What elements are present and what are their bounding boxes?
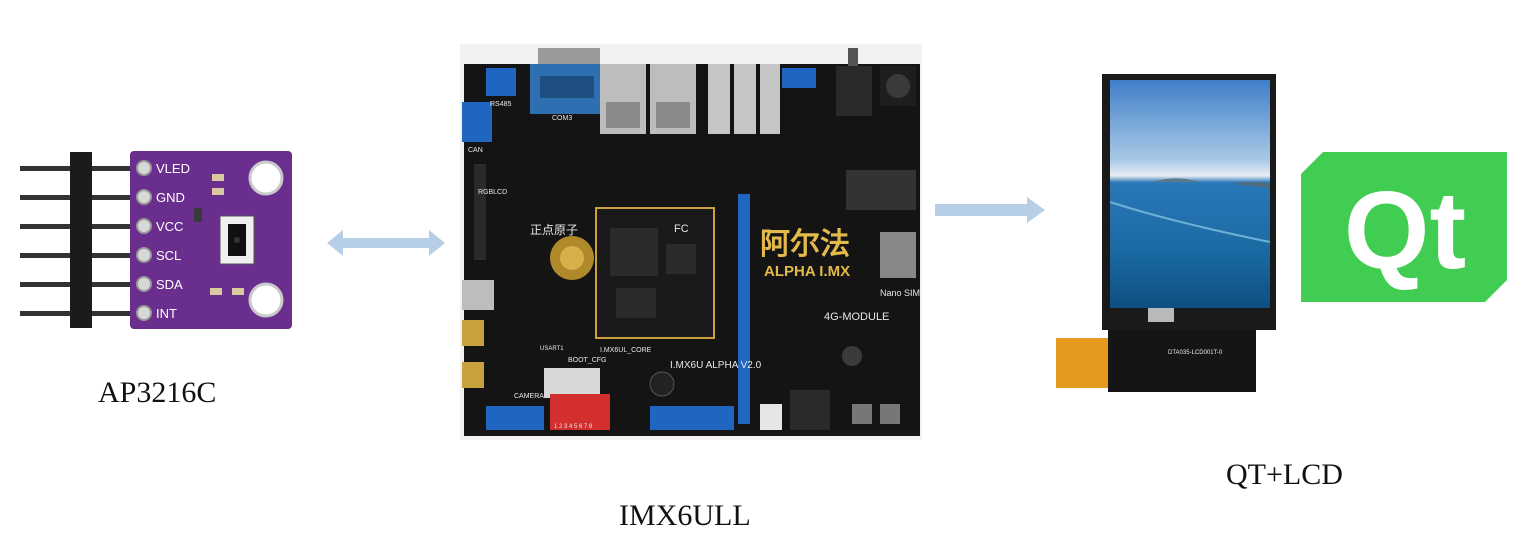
ap3216c-module: VLED GND VCC SCL SDA INT [14,148,294,333]
ap3216c-module-graphic: VLED GND VCC SCL SDA INT [14,148,294,333]
board-core-label: I.MX6UL_CORE [600,347,652,354]
lcd-panel-graphic: DTA035-LCD001T-0 [1052,72,1278,394]
board-com3-label: COM3 [552,115,572,122]
board-rs485-label: RS485 [490,101,512,108]
qt-logo: Qt [1301,152,1507,302]
board-can-label: CAN [468,147,483,154]
board-logo-cn: 阿尔法 [760,228,850,261]
imx6ull-board-graphic: 正点原子 阿尔法 ALPHA I.MX Nano SIM 4G-MODULE I… [460,44,922,440]
board-rgblcd-label: RGBLCD [478,189,507,196]
lcd-panel: DTA035-LCD001T-0 [1052,72,1278,394]
board-usart-label: USART1 [540,346,564,352]
board-module-label: 4G-MODULE [824,311,889,323]
mounting-hole [250,284,282,316]
pin-label-int: INT [156,306,177,321]
board-sim-label: Nano SIM [880,288,920,298]
mounting-hole [250,162,282,194]
board-boot-label: BOOT_CFG [568,357,607,364]
pin-header [20,152,130,328]
pin-label-vled: VLED [156,161,190,176]
bidirectional-arrow [325,228,447,258]
dip-switch-numbers: 1 2 3 4 5 6 7 8 [554,424,593,430]
pin-label-sda: SDA [156,277,183,292]
board-model-label: I.MX6U ALPHA V2.0 [670,360,762,371]
qt-logo-text: Qt [1344,169,1466,292]
board-fc-label: FC [674,223,689,235]
lcd-fpc-label: DTA035-LCD001T-0 [1168,350,1223,356]
lcd-screen-image [1110,80,1270,308]
pin-label-scl: SCL [156,248,181,263]
imx6ull-board: 正点原子 阿尔法 ALPHA I.MX Nano SIM 4G-MODULE I… [460,44,922,440]
board-caption: IMX6ULL [619,499,751,533]
display-caption: QT+LCD [1226,458,1343,492]
forward-arrow [935,196,1047,224]
board-camera-label: CAMERA [514,393,544,400]
qt-logo-graphic: Qt [1301,152,1507,302]
lcd-fpc-cable [1056,338,1108,388]
board-logo-en: ALPHA I.MX [764,263,850,280]
board-brand: 正点原子 [530,223,578,237]
pin-label-gnd: GND [156,190,185,205]
gpio-header [738,194,750,424]
pin-label-vcc: VCC [156,219,183,234]
sensor-caption: AP3216C [98,376,216,410]
